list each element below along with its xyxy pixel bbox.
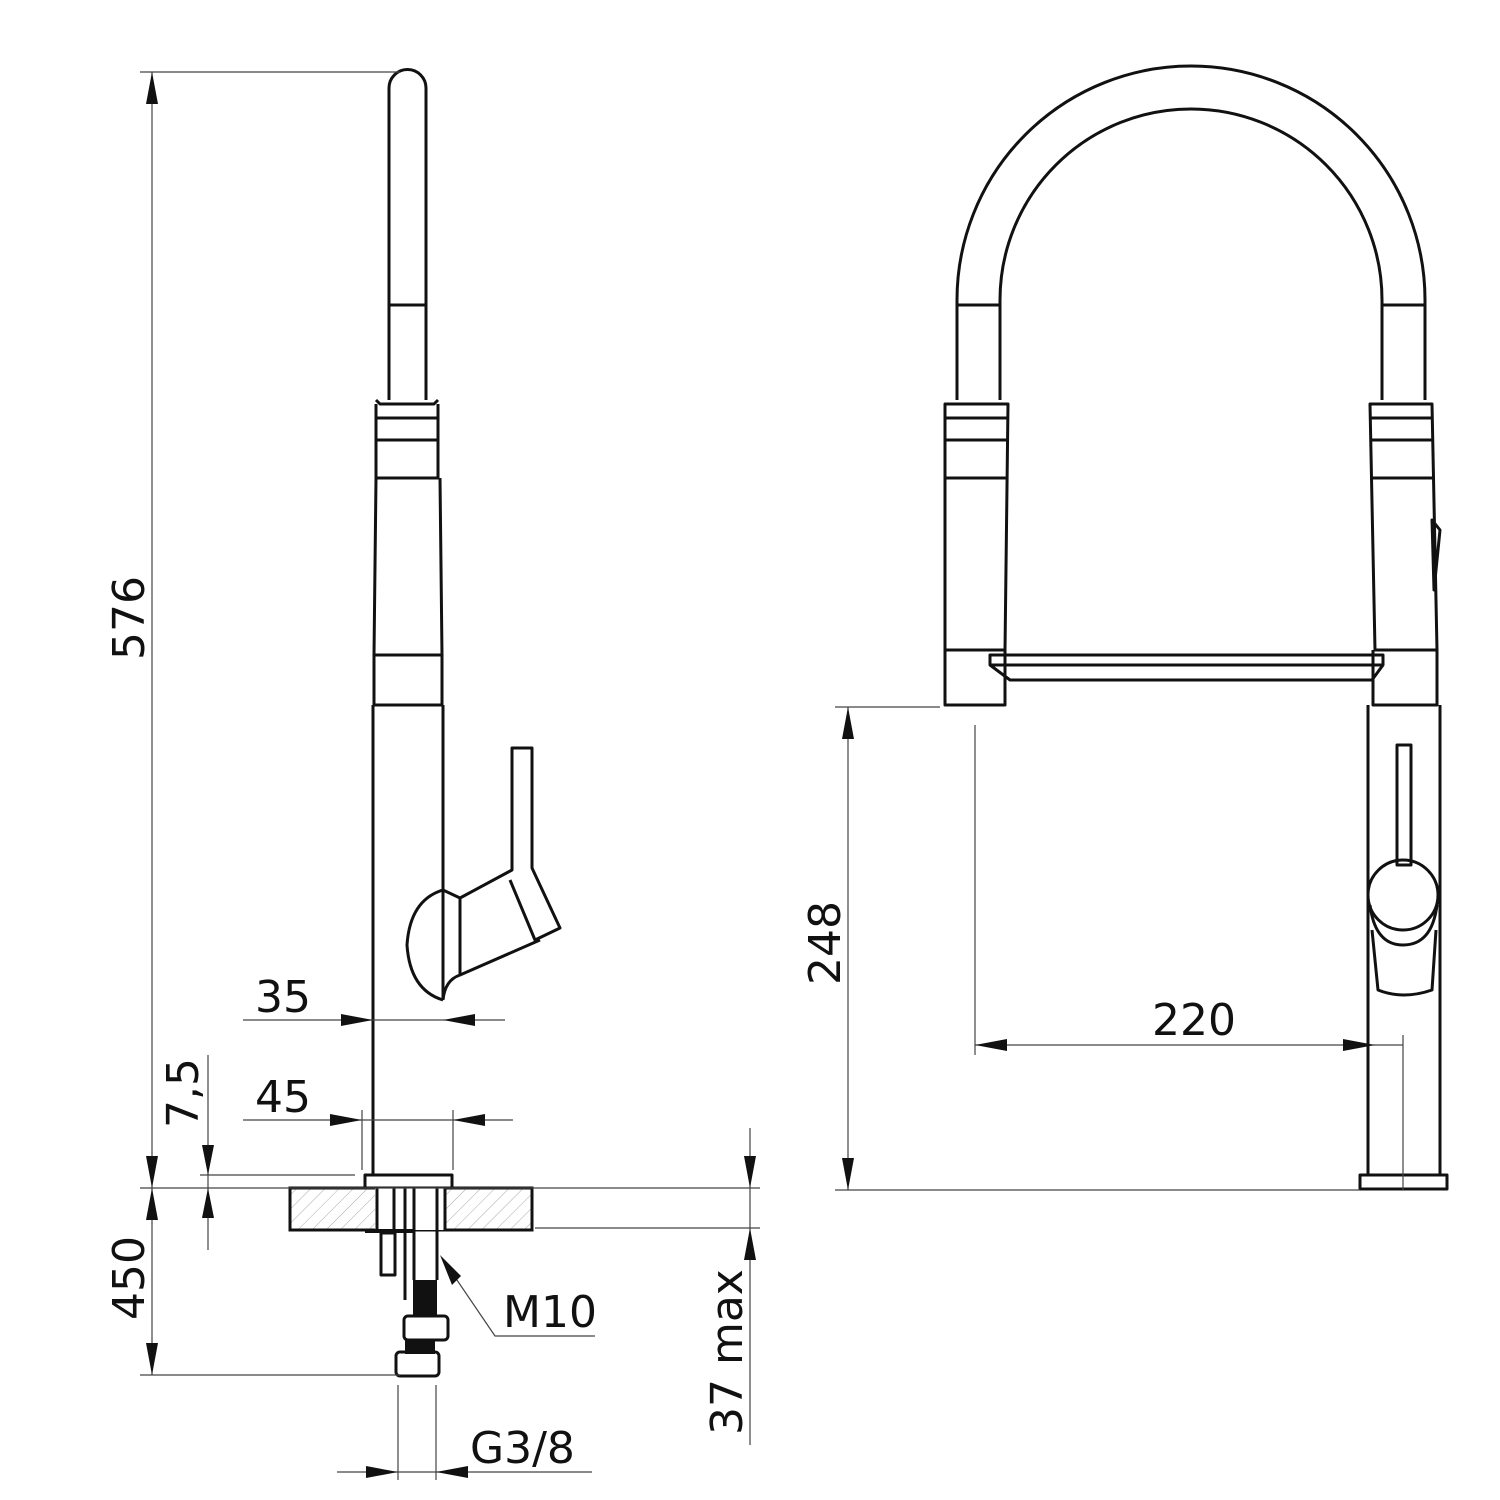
dim-35: 35	[255, 972, 311, 1023]
dim-220: 220	[1152, 995, 1236, 1046]
dimension-lines	[140, 71, 1404, 1480]
dim-37-max: 37 max	[702, 1269, 753, 1435]
dim-g3-8: G3/8	[470, 1423, 575, 1474]
side-view-faucet	[288, 68, 562, 1378]
dim-45: 45	[255, 1072, 311, 1123]
front-view-faucet	[943, 64, 1449, 1191]
dim-7-5: 7,5	[158, 1058, 209, 1128]
dim-m10: M10	[503, 1287, 597, 1338]
dim-248: 248	[800, 901, 851, 985]
dim-450: 450	[104, 1236, 155, 1320]
dim-576: 576	[104, 576, 155, 660]
